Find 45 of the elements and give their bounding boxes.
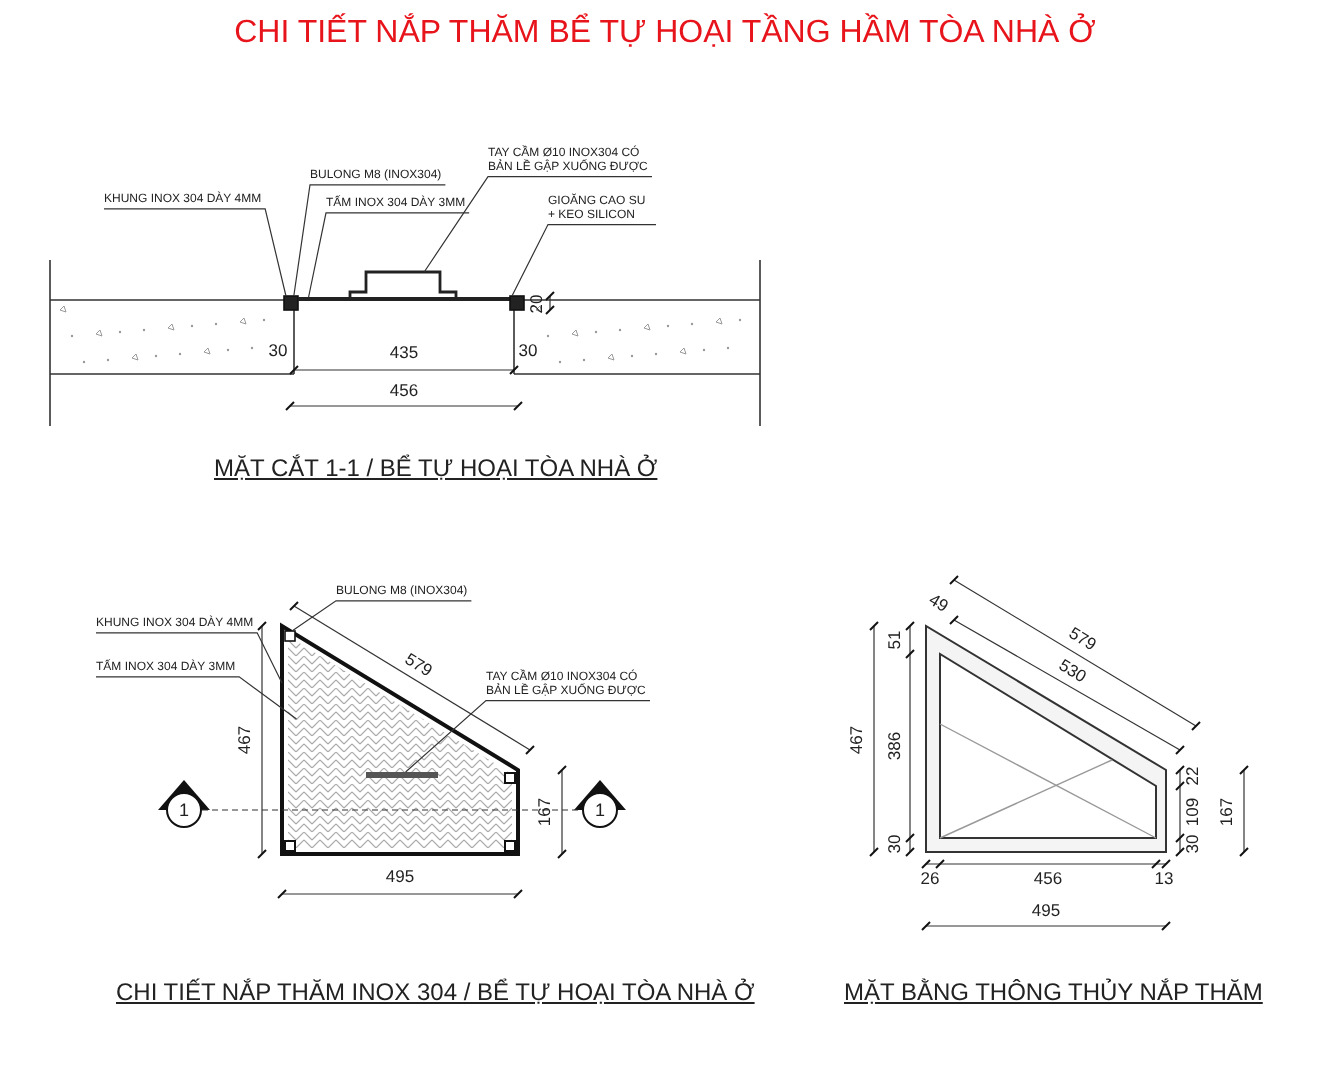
bolt-square bbox=[284, 630, 296, 642]
handle-drawing bbox=[348, 270, 458, 297]
dimension-label: 167 bbox=[1218, 797, 1238, 827]
leader-line bbox=[103, 208, 287, 297]
dimension-label: 13 bbox=[1154, 870, 1174, 890]
dimension-label: 109 bbox=[1184, 797, 1204, 827]
dimension-label: 495 bbox=[385, 868, 415, 888]
leader-line bbox=[308, 212, 470, 298]
dimension-label: 30 bbox=[1184, 834, 1204, 854]
dimension-label: 495 bbox=[1031, 902, 1061, 922]
dimension-label: 30 bbox=[268, 342, 288, 362]
dimension-label: 26 bbox=[920, 870, 940, 890]
title: CHI TIẾT NẮP THĂM BỂ TỰ HOẠI TẦNG HẦM TÒA NHÀ Ở bbox=[234, 16, 1096, 50]
dimension-label: 386 bbox=[886, 731, 906, 761]
dimension-label: 467 bbox=[236, 725, 256, 755]
handle-bar bbox=[366, 772, 438, 778]
dimension-label: 456 bbox=[1033, 870, 1063, 890]
leader-line bbox=[511, 223, 657, 297]
leader-line bbox=[423, 175, 653, 273]
leader-line bbox=[405, 699, 651, 773]
dimension-label: 49 bbox=[924, 590, 952, 618]
leader-line bbox=[291, 600, 472, 632]
leader-line bbox=[95, 632, 283, 684]
dimension-label: 51 bbox=[886, 630, 906, 650]
gasket-square bbox=[509, 295, 525, 311]
dimension-label: 579 bbox=[1064, 624, 1100, 656]
section-line bbox=[201, 809, 583, 811]
dimension-label: 467 bbox=[848, 725, 868, 755]
dimension-label: 167 bbox=[536, 797, 556, 827]
view-caption: MẶT CẮT 1-1 / BỂ TỰ HOẠI TÒA NHÀ Ở bbox=[214, 456, 658, 484]
dimension-label: 30 bbox=[518, 342, 538, 362]
frame-square bbox=[283, 295, 299, 311]
dimension-label: 456 bbox=[389, 382, 419, 402]
dimension-label: 22 bbox=[1184, 766, 1204, 786]
section-marker: 1 bbox=[582, 792, 618, 828]
view-caption: CHI TIẾT NẮP THĂM INOX 304 / BỂ TỰ HOẠI TÒA NHÀ Ở bbox=[116, 980, 755, 1008]
dimension-label: 435 bbox=[389, 344, 419, 364]
leader-line bbox=[293, 184, 446, 297]
dimension-label: 30 bbox=[886, 834, 906, 854]
section-marker: 1 bbox=[166, 792, 202, 828]
view-caption: MẶT BẰNG THÔNG THỦY NẮP THĂM bbox=[844, 980, 1263, 1008]
dimension-label: 20 bbox=[528, 294, 548, 314]
leader-line bbox=[95, 676, 298, 720]
dimension-label: 579 bbox=[400, 650, 436, 682]
dimension-label: 530 bbox=[1054, 656, 1090, 688]
